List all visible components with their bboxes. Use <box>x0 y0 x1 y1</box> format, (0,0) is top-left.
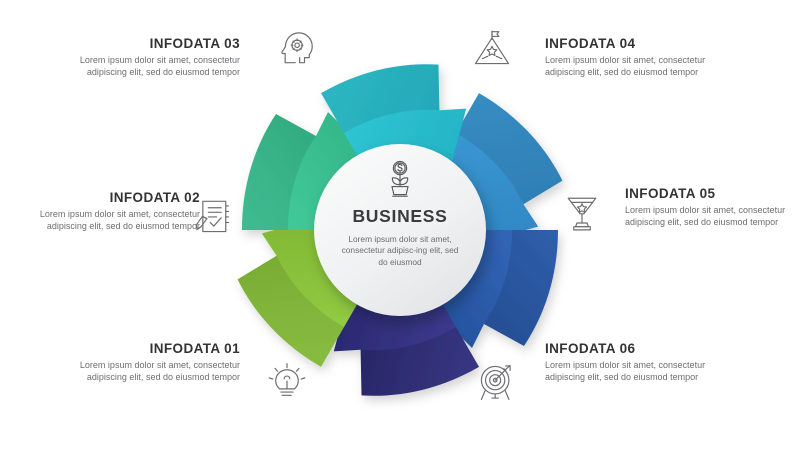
info-block-02[interactable]: INFODATA 02 Lorem ipsum dolor sit amet, … <box>0 190 200 233</box>
info-description-05: Lorem ipsum dolor sit amet, consectetur … <box>625 205 786 227</box>
info-label-06: INFODATA 06 <box>545 341 636 356</box>
info-block-01[interactable]: INFODATA 01 Lorem ipsum dolor sit amet, … <box>40 341 240 384</box>
info-description-06: Lorem ipsum dolor sit amet, consectetur … <box>545 360 706 382</box>
info-block-04[interactable]: INFODATA 04 Lorem ipsum dolor sit amet, … <box>545 36 745 79</box>
info-label-02: INFODATA 02 <box>109 190 200 205</box>
info-block-06[interactable]: INFODATA 06 Lorem ipsum dolor sit amet, … <box>545 341 745 384</box>
info-description-04: Lorem ipsum dolor sit amet, consectetur … <box>545 55 706 77</box>
info-label-04: INFODATA 04 <box>545 36 636 51</box>
target-dartboard-icon <box>475 360 519 404</box>
info-block-03[interactable]: INFODATA 03 Lorem ipsum dolor sit amet, … <box>40 36 240 79</box>
segment-wheel <box>200 50 600 410</box>
info-label-03: INFODATA 03 <box>149 36 240 51</box>
trophy-icon <box>560 190 604 234</box>
info-block-05[interactable]: INFODATA 05 Lorem ipsum dolor sit amet, … <box>625 186 800 229</box>
lightbulb-icon <box>265 360 309 404</box>
center-circle <box>314 144 486 316</box>
mountain-flag-icon <box>470 26 514 70</box>
info-description-03: Lorem ipsum dolor sit amet, consectetur … <box>79 55 240 77</box>
info-label-01: INFODATA 01 <box>149 341 240 356</box>
info-description-01: Lorem ipsum dolor sit amet, consectetur … <box>79 360 240 382</box>
clipboard-checklist-icon <box>190 194 234 238</box>
head-gear-icon <box>276 26 320 70</box>
info-description-02: Lorem ipsum dolor sit amet, consectetur … <box>39 209 200 231</box>
info-label-05: INFODATA 05 <box>625 186 716 201</box>
